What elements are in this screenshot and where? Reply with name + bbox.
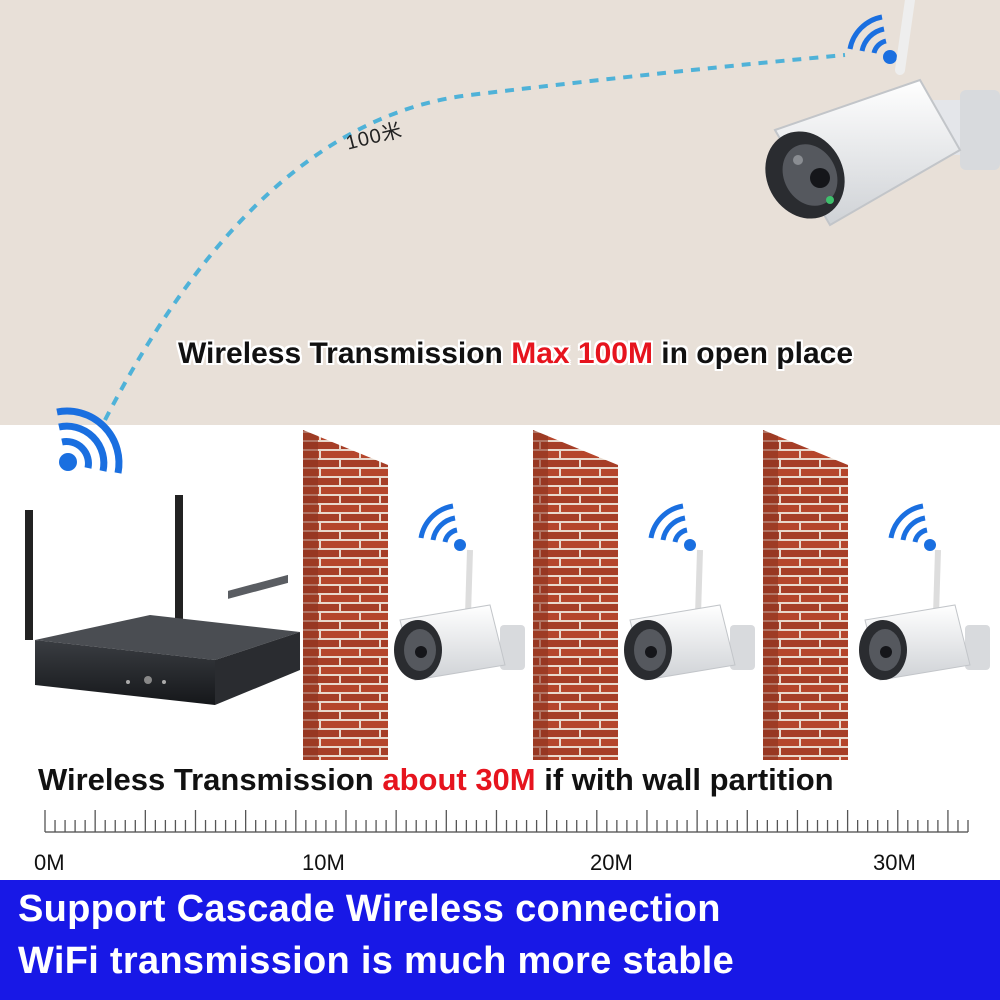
headline-prefix: Wireless Transmission <box>178 337 512 370</box>
headline-highlight: about 30M <box>382 762 536 797</box>
headline-suffix: in open place <box>652 337 854 370</box>
wall-partition-headline: Wireless Transmission about 30M if with … <box>38 762 834 798</box>
wifi-icon <box>418 503 466 551</box>
feature-banner: Support Cascade Wireless connection WiFi… <box>0 880 1000 1000</box>
camera-icon <box>765 0 1000 227</box>
banner-line-2: WiFi transmission is much more stable <box>18 940 735 982</box>
banner-line-1: Support Cascade Wireless connection <box>18 888 721 930</box>
brick-wall-icon <box>303 430 388 760</box>
scale-label-10m: 10M <box>302 850 345 875</box>
wifi-icon <box>56 407 123 474</box>
wifi-icon <box>648 503 696 551</box>
scale-label-30m: 30M <box>873 850 916 875</box>
wifi-icon <box>847 14 897 64</box>
headline-highlight: Max 100M <box>511 337 653 370</box>
brick-wall-icon <box>763 430 848 760</box>
scale-label-0m: 0M <box>34 850 65 875</box>
distance-ruler <box>44 810 969 833</box>
nvr-recorder-icon <box>25 495 300 705</box>
open-space-headline: Wireless Transmission Max 100M in open p… <box>178 337 853 371</box>
camera-icon <box>624 549 755 681</box>
headline-suffix: if with wall partition <box>535 762 834 797</box>
camera-icon <box>394 549 525 681</box>
headline-prefix: Wireless Transmission <box>38 762 383 797</box>
brick-wall-icon <box>533 430 618 760</box>
scale-label-20m: 20M <box>590 850 633 875</box>
wifi-icon <box>888 503 936 551</box>
camera-icon <box>859 549 990 681</box>
